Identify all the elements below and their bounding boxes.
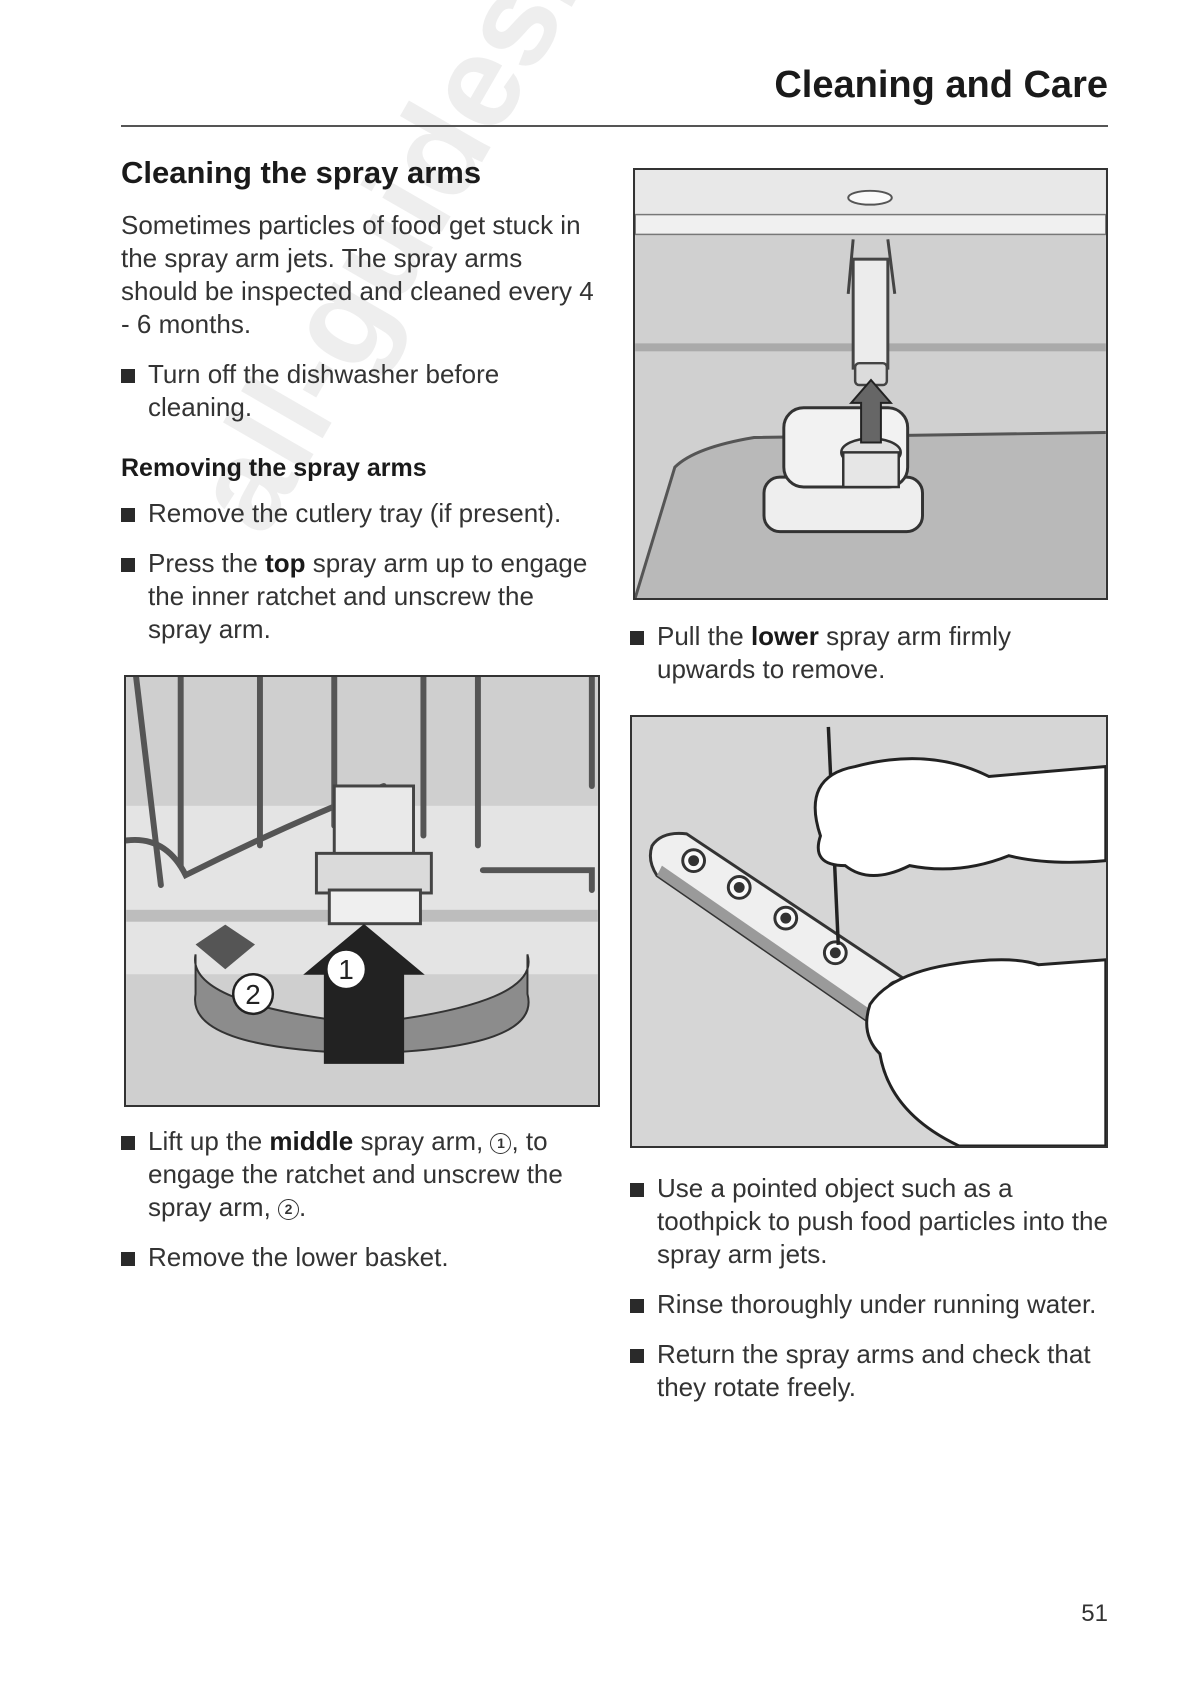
middle-spray-arm-illustration: 1 2 [126,677,598,1105]
header-rule [121,125,1108,127]
subsection-title: Removing the spray arms [121,453,427,482]
left-column-lower: Lift up the middle spray arm, 1, to enga… [121,1125,601,1274]
bullet-lower-arm: Pull the lower spray arm firmly upwards … [630,620,1108,686]
page-number: 51 [1081,1600,1108,1627]
left-column: Cleaning the spray arms Sometimes partic… [121,155,601,646]
intro-paragraph: Sometimes particles of food get stuck in… [121,209,594,339]
bullet-square-icon [630,631,644,645]
figure-lower-spray-arm [633,168,1108,600]
bullet-square-icon [121,1252,135,1266]
bullet-toothpick: Use a pointed object such as a toothpick… [630,1172,1108,1271]
section-title: Cleaning the spray arms [121,155,482,190]
bullet-square-icon [630,1183,644,1197]
bullet-top-arm: Press the top spray arm up to engage the… [121,547,601,646]
bullet-square-icon [121,507,135,522]
page-header-title: Cleaning and Care [774,64,1108,106]
circled-number-2: 2 [278,1199,300,1220]
bullet-square-icon [121,557,135,572]
bullet-lower-basket: Remove the lower basket. [121,1241,601,1274]
figure-middle-spray-arm: 1 2 [124,675,600,1107]
bullet-middle-arm: Lift up the middle spray arm, 1, to enga… [121,1125,601,1224]
right-column-upper: Pull the lower spray arm firmly upwards … [630,620,1108,686]
bullet-square-icon [630,1299,644,1313]
lower-spray-arm-illustration [635,170,1106,598]
bullet-square-icon [630,1349,644,1363]
figure-label-1: 1 [338,954,353,985]
figure-label-2: 2 [245,979,260,1010]
bullet-cutlery: Remove the cutlery tray (if present). [121,497,601,530]
right-column-lower: Use a pointed object such as a toothpick… [630,1172,1108,1404]
bullet-return: Return the spray arms and check that the… [630,1338,1108,1404]
circled-number-1: 1 [490,1133,512,1154]
figure-toothpick-cleaning [630,715,1108,1148]
toothpick-cleaning-illustration [632,717,1106,1146]
bullet-square-icon [121,1136,135,1150]
bullet-square-icon [121,368,135,383]
bullet-turn-off: Turn off the dishwasher before cleaning. [121,358,601,424]
bullet-rinse: Rinse thoroughly under running water. [630,1288,1108,1321]
